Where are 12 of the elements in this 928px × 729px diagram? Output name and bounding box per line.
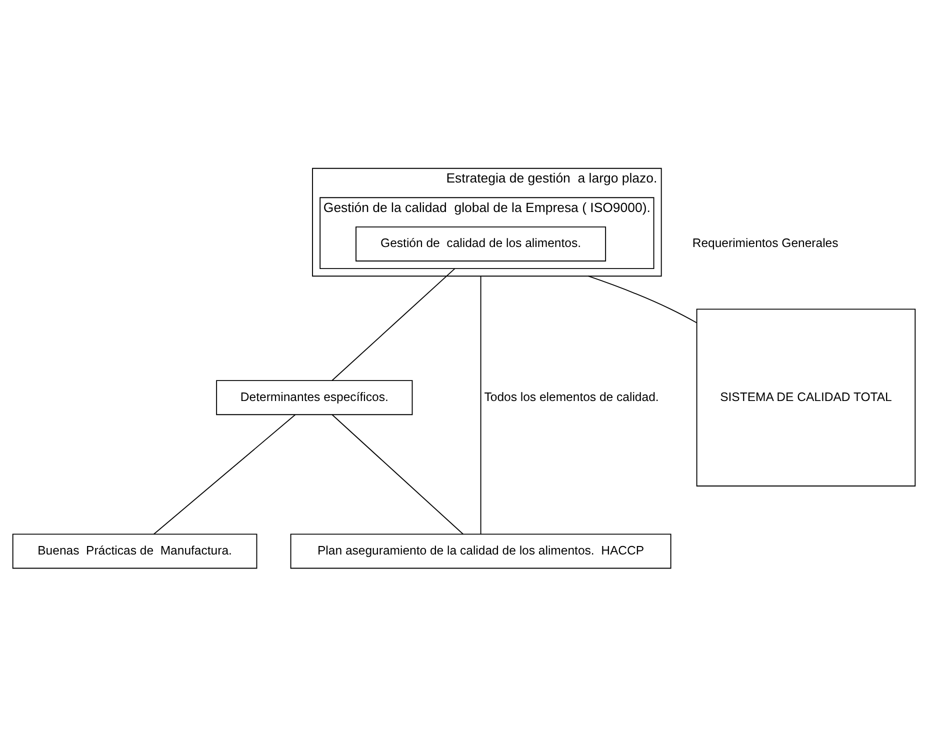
node-box: Gestión de calidad de los alimentos. — [356, 226, 606, 262]
connector — [153, 414, 296, 535]
label: Requerimientos Generales — [692, 236, 838, 250]
node-box: SISTEMA DE CALIDAD TOTAL — [696, 308, 916, 486]
node-box: Plan aseguramiento de la calidad de los alimentos. HACCP — [290, 534, 672, 569]
connector — [588, 276, 698, 324]
node-box: Determinantes específicos. — [216, 380, 413, 416]
connector — [480, 276, 482, 535]
node-box: Buenas Prácticas de Manufactura. — [12, 534, 258, 569]
connector — [332, 414, 464, 535]
edge-label: Todos los elementos de calidad. — [484, 390, 659, 404]
connector — [332, 268, 456, 381]
